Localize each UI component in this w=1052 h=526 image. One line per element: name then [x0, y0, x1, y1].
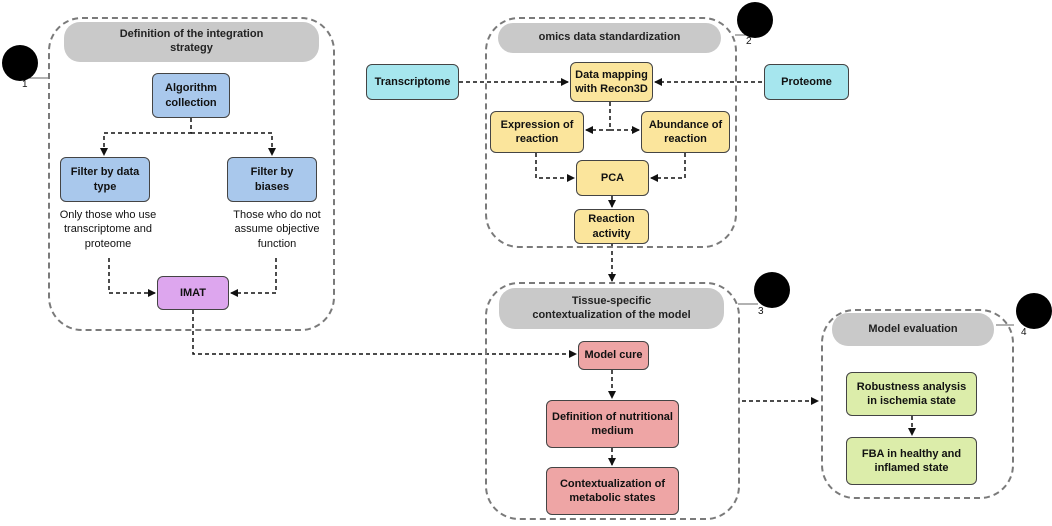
arrow-imat-to-cure	[192, 310, 577, 358]
node-proteome: Proteome	[764, 64, 849, 100]
node-fba: FBA in healthy and inflamed state	[846, 437, 977, 485]
callout-dot-2	[737, 2, 773, 38]
node-robustness-analysis: Robustness analysis in ischemia state	[846, 372, 977, 416]
header-integration-strategy: Definition of the integration strategy	[64, 22, 319, 62]
header-omics-standardization: omics data standardization	[498, 23, 721, 53]
node-abundance-of-reaction: Abundance of reaction	[641, 111, 730, 153]
node-nutritional-medium: Definition of nutritional medium	[546, 400, 679, 448]
arrow-data-note-to-imat	[108, 258, 156, 297]
note-data-type: Only those who use transcriptome and pro…	[59, 209, 157, 250]
node-transcriptome: Transcriptome	[366, 64, 459, 100]
arrow-abundance-to-pca	[650, 153, 686, 182]
node-expression-of-reaction: Expression of reaction	[490, 111, 584, 153]
note-biases: Those who do not assume objective functi…	[233, 209, 321, 250]
callout-number-3: 3	[758, 306, 764, 317]
node-filter-data-type: Filter by data type	[60, 157, 150, 202]
arrow-algorithm-to-filter-bias	[191, 132, 276, 156]
node-pca: PCA	[576, 160, 649, 196]
callout-dot-1	[2, 45, 38, 81]
callout-number-1: 1	[22, 79, 28, 90]
panel-model-evaluation	[821, 309, 1014, 499]
callout-number-2: 2	[746, 36, 752, 47]
arrow-expression-to-pca	[535, 153, 575, 182]
node-data-mapping: Data mapping with Recon3D	[570, 62, 653, 102]
header-tissue-contextualization: Tissue-specific contextualization of the…	[499, 288, 724, 329]
callout-number-4: 4	[1021, 327, 1027, 338]
node-algorithm-collection: Algorithm collection	[152, 73, 230, 118]
panel-integration-strategy	[48, 17, 335, 331]
node-metabolic-states: Contextualization of metabolic states	[546, 467, 679, 515]
arrow-bias-note-to-imat	[230, 258, 277, 297]
panel-tissue-contextualization	[485, 282, 740, 520]
node-model-cure: Model cure	[578, 341, 649, 370]
header-model-evaluation: Model evaluation	[832, 313, 994, 346]
node-imat: IMAT	[157, 276, 229, 310]
arrow-algorithm-to-filter-data	[100, 118, 192, 156]
panel-omics-standardization	[485, 17, 737, 248]
node-filter-biases: Filter by biases	[227, 157, 317, 202]
callout-dot-3	[754, 272, 790, 308]
node-reaction-activity: Reaction activity	[574, 209, 649, 244]
callout-dot-4	[1016, 293, 1052, 329]
